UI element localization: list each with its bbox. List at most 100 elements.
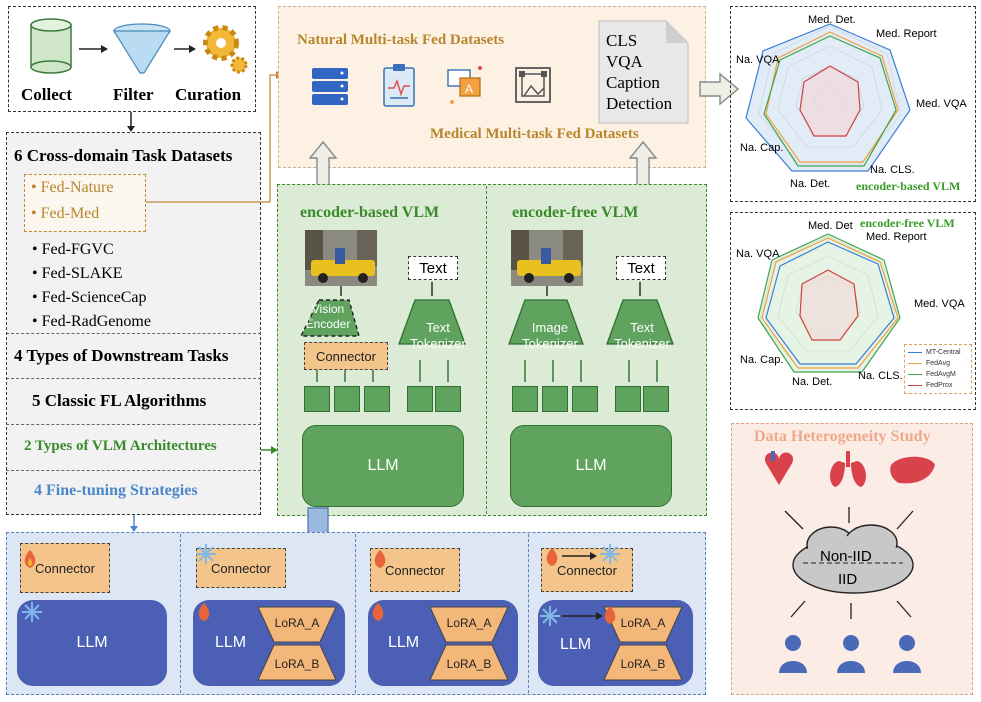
fl-algorithms-label: 5 Classic FL Algorithms [32, 391, 207, 410]
task-caption: Caption [606, 73, 660, 92]
radar-axis-label: Na. CLS. [858, 370, 903, 382]
series-fedavg [765, 31, 899, 163]
detection-image-icon [515, 67, 551, 103]
series-fedprox [799, 65, 861, 137]
street-photo [305, 230, 377, 286]
token-square [407, 386, 433, 412]
radar-axis-label: Na. VQA [736, 248, 780, 260]
server-icon [312, 68, 348, 105]
street-photo [511, 230, 583, 286]
radar-axis-label: Na. Cap. [740, 142, 784, 154]
heterogeneity-title: Data Heterogeneity Study [754, 428, 931, 445]
lungs-icon [830, 451, 866, 487]
iid-label: IID [838, 571, 858, 588]
pipeline-down-arrow [127, 112, 135, 132]
hollow-right-arrow [699, 72, 740, 106]
token-square [542, 386, 568, 412]
text-input-box: Text [616, 256, 666, 280]
llm-label: LLM [76, 634, 108, 651]
legend-item: FedAvgM [908, 369, 968, 380]
series-fedprox [799, 269, 859, 341]
series-fedavgm [763, 35, 897, 167]
hollow-up-arrow-left [308, 140, 338, 187]
token-square [572, 386, 598, 412]
encoder-based-title: encoder-based VLM [300, 204, 440, 221]
connector-box: Connector [304, 342, 388, 370]
token-square [643, 386, 669, 412]
fed-med-item: • Fed-Med [31, 205, 100, 222]
non-iid-label: Non-IID [820, 548, 872, 565]
token-square [304, 386, 330, 412]
task-list: CLS VQA Caption Detection [606, 30, 672, 114]
lora-b-label: LoRA_B [620, 657, 666, 671]
token-square [512, 386, 538, 412]
radar-top-caption: encoder-based VLM [856, 179, 961, 193]
radar-legend: MT-Central FedAvg FedAvgM FedProx [904, 344, 972, 394]
task-detection: Detection [606, 94, 673, 113]
database-icon [30, 18, 72, 74]
divider [6, 470, 261, 471]
radar-axis-label: Med. Report [866, 231, 927, 243]
llm-box-encoder-free: LLM [510, 425, 672, 507]
vlm-divider [486, 186, 487, 514]
strategy-divider [528, 534, 529, 693]
token-square [615, 386, 641, 412]
radar-axis-label: Med. Det. [808, 14, 856, 26]
list-item: • Fed-FGVC [32, 241, 114, 258]
encoder-free-title: encoder-free VLM [512, 204, 639, 221]
funnel-icon [112, 23, 172, 74]
radar-top-svg [745, 23, 911, 172]
task-cls: CLS [606, 31, 638, 50]
medical-datasets-title: Medical Multi-task Fed Datasets [430, 126, 639, 142]
svg-text:A: A [465, 82, 473, 96]
radar-bottom-box [730, 212, 976, 410]
list-item: • Fed-ScienceCap [32, 289, 147, 306]
highlight-dataset-box: • Fed-Nature • Fed-Med [24, 174, 146, 232]
heterogeneity-graphics [764, 451, 935, 673]
divider [6, 378, 261, 379]
hollow-up-arrow-right [628, 140, 658, 187]
medical-report-icon [383, 64, 415, 107]
token-square [334, 386, 360, 412]
lora-a-label: LoRA_A [274, 616, 320, 630]
token-square [435, 386, 461, 412]
filter-label: Filter [113, 85, 154, 104]
text-tokenizer-label: Text Tokenizer [614, 320, 670, 351]
caption-chat-icon: A [447, 66, 482, 104]
radar-bottom-svg [757, 233, 901, 373]
finetune-strategies-label: 4 Fine-tuning Strategies [34, 482, 198, 499]
legend-item: FedAvg [908, 358, 968, 369]
radar-bottom-caption: encoder-free VLM [860, 216, 955, 230]
radar-axis-label: Na. VQA [736, 54, 780, 66]
double-arrows [784, 507, 914, 619]
radar-axis-label: Med. VQA [914, 298, 965, 310]
liver-icon [890, 456, 935, 484]
radar-top-box [730, 6, 976, 202]
radar-axis-label: Na. Det. [792, 376, 833, 388]
cloud-shape [792, 524, 914, 594]
natural-datasets-title: Natural Multi-task Fed Datasets [297, 32, 505, 48]
radar-axis-label: Med. Report [876, 28, 937, 40]
vision-encoder-label: Vision Encoder [305, 302, 351, 331]
list-item: • Fed-RadGenome [32, 313, 151, 330]
dataset-list: • Fed-FGVC • Fed-SLAKE • Fed-ScienceCap … [32, 238, 151, 334]
legend-item: FedProx [908, 380, 968, 391]
strategy-divider [180, 534, 181, 693]
divider [6, 424, 261, 425]
task-vqa: VQA [606, 52, 643, 71]
pipeline-graphics [30, 18, 248, 74]
radar-axis-label: Na. CLS. [870, 164, 915, 176]
llm-box-encoder-based: LLM [302, 425, 464, 507]
legend-item: MT-Central [908, 347, 968, 358]
pipeline-box: Collect Filter Curation [8, 6, 256, 112]
list-item: • Fed-SLAKE [32, 265, 123, 282]
radar-axis-label: Na. Cap. [740, 354, 784, 366]
person-icon [837, 635, 865, 673]
cross-domain-title: 6 Cross-domain Task Datasets [14, 146, 233, 165]
person-icon [779, 635, 807, 673]
strategy-divider [355, 534, 356, 693]
radar-axis-label: Na. Det. [790, 178, 831, 190]
downstream-tasks-label: 4 Types of Downstream Tasks [14, 346, 229, 365]
radar-axis-label: Med. Det [808, 220, 853, 232]
